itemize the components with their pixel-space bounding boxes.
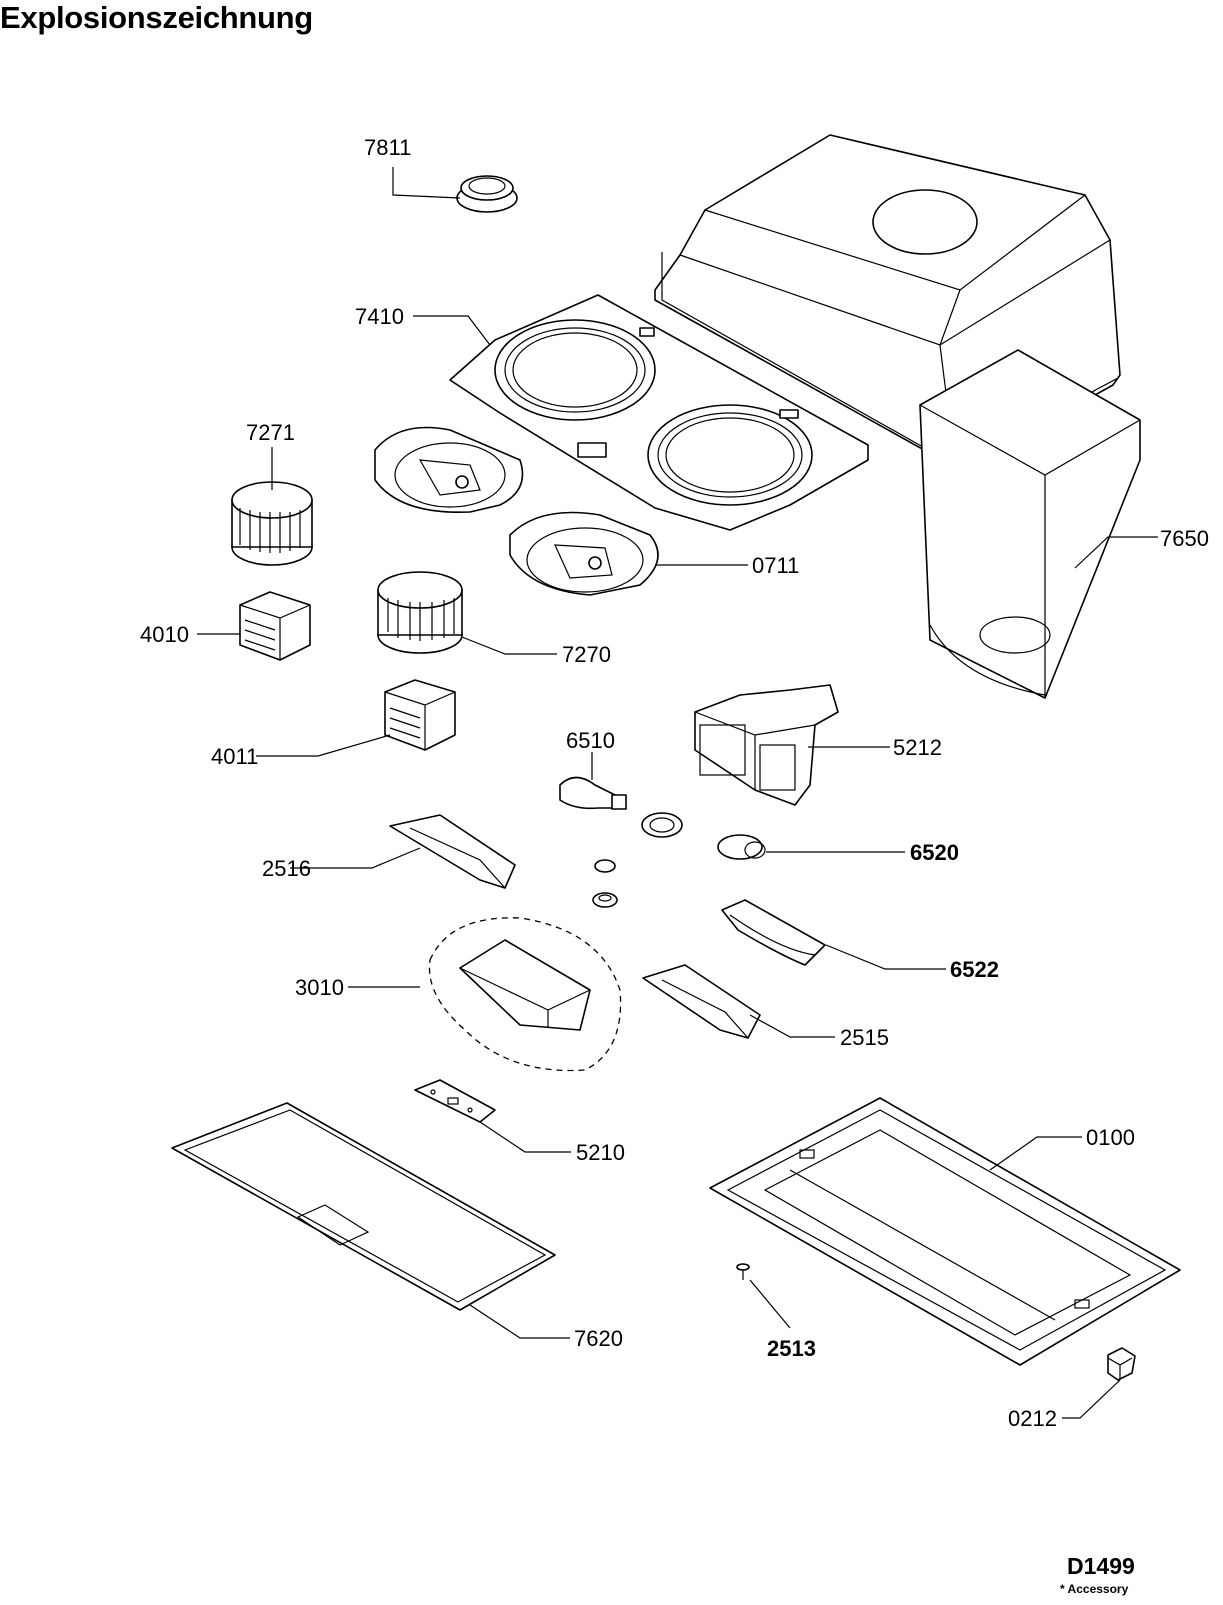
label-4010: 4010 (140, 622, 189, 647)
part-0711-motor-plate-lower (509, 511, 659, 596)
label-6510: 6510 (566, 728, 615, 753)
label-7410: 7410 (355, 304, 404, 329)
label-5212: 5212 (893, 735, 942, 760)
lamp-holder-a (641, 812, 683, 838)
label-6520: 6520 (910, 840, 959, 865)
label-7811: 7811 (364, 135, 411, 160)
label-6522: 6522 (950, 957, 999, 982)
label-0711: 0711 (752, 553, 799, 578)
part-3010-accessory (428, 917, 622, 1072)
accessory-note: * Accessory (1060, 1582, 1129, 1596)
page-title: Explosionszeichnung (0, 0, 313, 35)
part-labels: 7811 7410 7271 7650 0711 4010 7270 6510 … (140, 135, 1209, 1431)
label-4011: 4011 (211, 744, 258, 769)
part-0100-frame (709, 1097, 1181, 1366)
part-2515-cover (642, 964, 761, 1039)
label-5210: 5210 (576, 1140, 625, 1165)
label-0100: 0100 (1086, 1125, 1135, 1150)
part-6510-bulb (559, 776, 627, 810)
label-7620: 7620 (574, 1326, 623, 1351)
label-7650: 7650 (1160, 526, 1209, 551)
small-grommets (592, 859, 618, 908)
part-7650-tray (919, 349, 1141, 699)
part-5210-switch-board (414, 1079, 496, 1123)
drawing-code: D1499 (1067, 1553, 1135, 1579)
label-7271: 7271 (246, 420, 295, 445)
part-6520-lamp-holder (717, 834, 766, 860)
part-7811-collar (456, 175, 518, 213)
part-7270-fan-wheel (377, 571, 463, 654)
part-0212-clip (1107, 1347, 1136, 1381)
label-2516: 2516 (262, 856, 311, 881)
part-2516-cover (389, 814, 516, 889)
part-5212-bracket (694, 684, 839, 806)
label-0212: 0212 (1008, 1406, 1057, 1431)
label-7270: 7270 (562, 642, 611, 667)
label-3010: 3010 (295, 975, 344, 1000)
part-4010-motor (239, 591, 311, 661)
part-7620-filter (171, 1102, 556, 1311)
leader-lines (197, 167, 1158, 1419)
part-0711-motor-plate-upper (374, 426, 524, 514)
part-6522-reflector (721, 899, 826, 966)
part-7271-fan-wheel (231, 481, 313, 566)
label-2513: 2513 (767, 1336, 816, 1361)
part-4011-motor (384, 679, 456, 751)
part-2513-screw (736, 1263, 750, 1280)
label-2515: 2515 (840, 1025, 889, 1050)
part-7410-plate (449, 294, 869, 531)
